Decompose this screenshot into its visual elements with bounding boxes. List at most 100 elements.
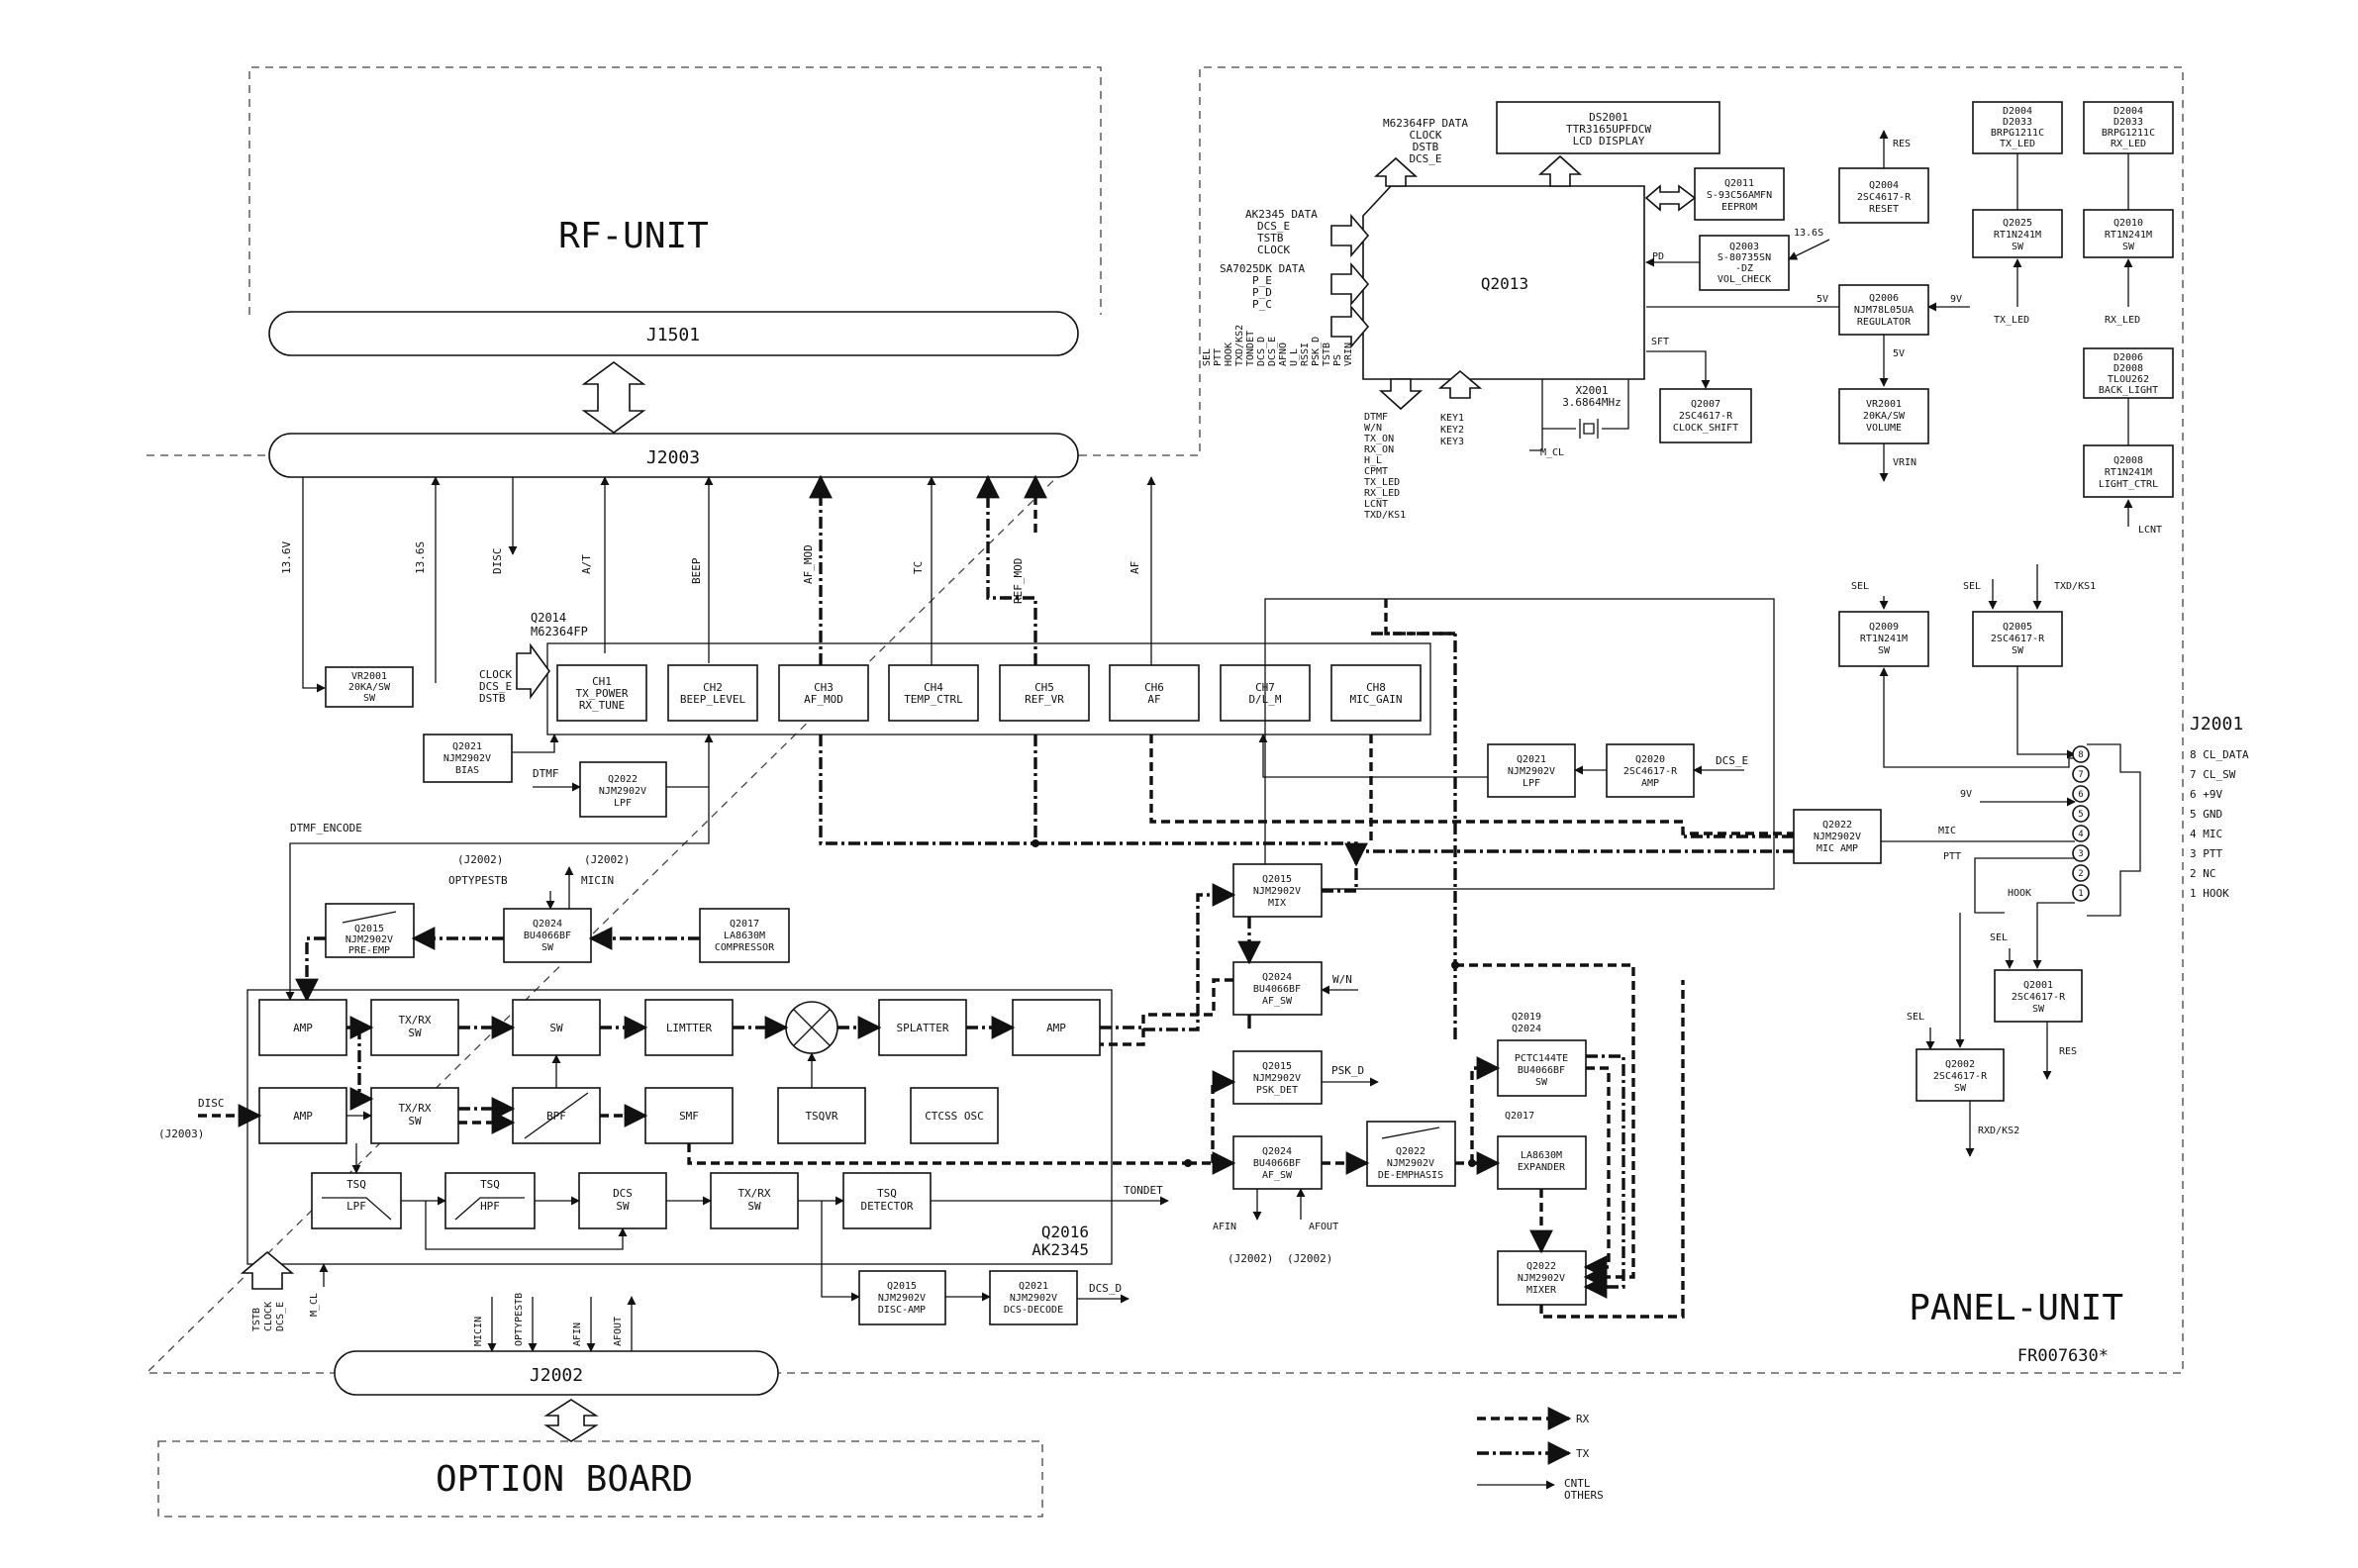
sel-a: SEL xyxy=(1851,581,1869,592)
j2001-pin-label: 2 NC xyxy=(2190,867,2216,880)
lcnt-label: LCNT xyxy=(2138,525,2162,536)
svg-text:7: 7 xyxy=(2078,770,2083,780)
afin-label: AFIN xyxy=(1213,1222,1236,1232)
lcd-bus-arrow xyxy=(1537,154,1583,187)
q2013-left-pin: HOOK xyxy=(1224,343,1234,366)
j2001-pin xyxy=(2072,844,2090,862)
res-label: RES xyxy=(2059,1046,2077,1057)
sig-a-t: A/T xyxy=(580,554,593,574)
j2001-pin-label: 6 +9V xyxy=(2190,788,2222,801)
j2001-pin xyxy=(2072,805,2090,823)
bus-arrow-rf xyxy=(581,361,646,434)
j2003-ref: (J2003) xyxy=(158,1127,204,1140)
bottom-pin-labels: DTMFW/NTX_ONRX_ONH_LCPMTTX_LEDRX_LEDLCNT… xyxy=(1364,412,1406,521)
sig-13-6s: 13.6S xyxy=(414,541,427,574)
ak-tstb: TSTB xyxy=(251,1308,262,1331)
j2001-pin-label: 3 PTT xyxy=(2190,847,2222,860)
sel-c: SEL xyxy=(1990,932,2008,943)
q2013-bottom-pin: DTMF xyxy=(1364,412,1388,423)
keys-bus xyxy=(1437,369,1483,399)
q2013-bottom-pin: LCNT xyxy=(1364,499,1388,510)
j2002-ref-d: (J2002) xyxy=(1287,1252,1332,1265)
q2013-left-pin: PSK_D xyxy=(1311,337,1322,366)
q2013-bottom-pin: TXD/KS1 xyxy=(1364,510,1406,521)
j2001-pin xyxy=(2072,745,2090,763)
sel-b: SEL xyxy=(1963,581,1981,592)
j2001-pin xyxy=(2072,884,2090,902)
q2013-left-pin: DCS_E xyxy=(1267,337,1278,366)
j2002-ref-c: (J2002) xyxy=(1228,1252,1273,1265)
j2002-optypestb: OPTYPESTB xyxy=(514,1293,525,1346)
vrin-label: VRIN xyxy=(1893,457,1916,468)
q2013-left-pin: RSSI xyxy=(1300,343,1311,366)
w-n-label: W/N xyxy=(1332,973,1352,986)
connector-j2003: J2003 xyxy=(268,433,1079,478)
svg-text:TONDET: TONDET xyxy=(1124,1184,1163,1197)
j2001-pin xyxy=(2072,785,2090,803)
j2001-pin-label: 8 CL_DATA xyxy=(2190,748,2249,761)
psk-d-label: PSK_D xyxy=(1331,1064,1364,1077)
m62364-bus xyxy=(1373,156,1419,187)
j2001-pin-label: 1 HOOK xyxy=(2190,887,2229,900)
svg-text:TSQVR: TSQVR xyxy=(805,1110,837,1123)
mic-label: MIC xyxy=(1938,826,1956,836)
m-cl-label: M_CL xyxy=(1540,447,1564,458)
ak-m-cl: M_CL xyxy=(309,1293,320,1317)
svg-text:2: 2 xyxy=(2078,869,2083,879)
j2001-pin-label: 4 MIC xyxy=(2190,828,2222,840)
q2013-cpu: Q2013 xyxy=(1362,185,1645,380)
micin-label: MICIN xyxy=(581,874,614,887)
sig-af-mod: AF_MOD xyxy=(802,544,815,584)
ak2345-bus xyxy=(1330,213,1370,258)
svg-text:BPF: BPF xyxy=(546,1110,566,1123)
v9-b: 9V xyxy=(1960,789,1972,800)
v9-a: 9V xyxy=(1950,294,1962,305)
j2002-micin: MICIN xyxy=(473,1317,484,1346)
q2013-bottom-pin: W/N xyxy=(1364,423,1382,434)
